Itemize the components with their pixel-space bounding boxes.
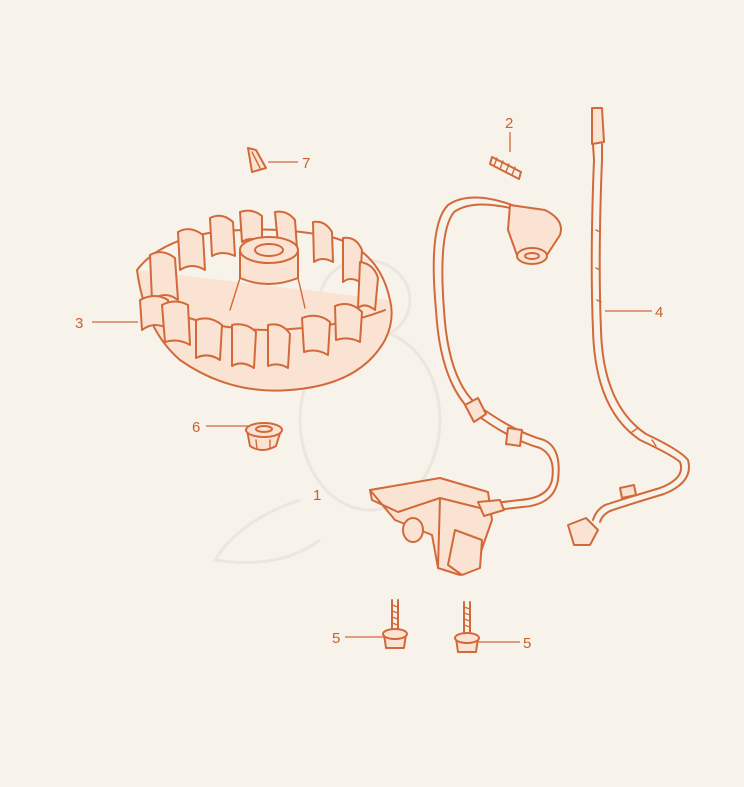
part-7-woodruff-key <box>247 147 267 173</box>
callout-6: 6 <box>192 419 200 436</box>
leader-lines <box>92 132 652 643</box>
callout-5-left: 5 <box>332 630 340 647</box>
part-4-stop-wire <box>567 107 690 546</box>
callout-7: 7 <box>302 155 310 172</box>
callouts: 7 2 3 4 6 1 5 5 <box>75 115 663 652</box>
part-5-bolt-left <box>382 599 408 649</box>
part-5-bolt-right <box>454 601 480 653</box>
callout-3: 3 <box>75 315 83 332</box>
callout-5-right: 5 <box>523 635 531 652</box>
part-1-ignition-lead <box>432 196 562 513</box>
part-3-flywheel <box>136 209 393 392</box>
callout-2: 2 <box>505 115 513 132</box>
callout-4: 4 <box>655 304 663 321</box>
part-1-ignition-coil <box>369 477 505 576</box>
part-6-flywheel-nut <box>245 422 283 451</box>
callout-1: 1 <box>313 487 321 504</box>
part-2-spring <box>489 156 522 180</box>
